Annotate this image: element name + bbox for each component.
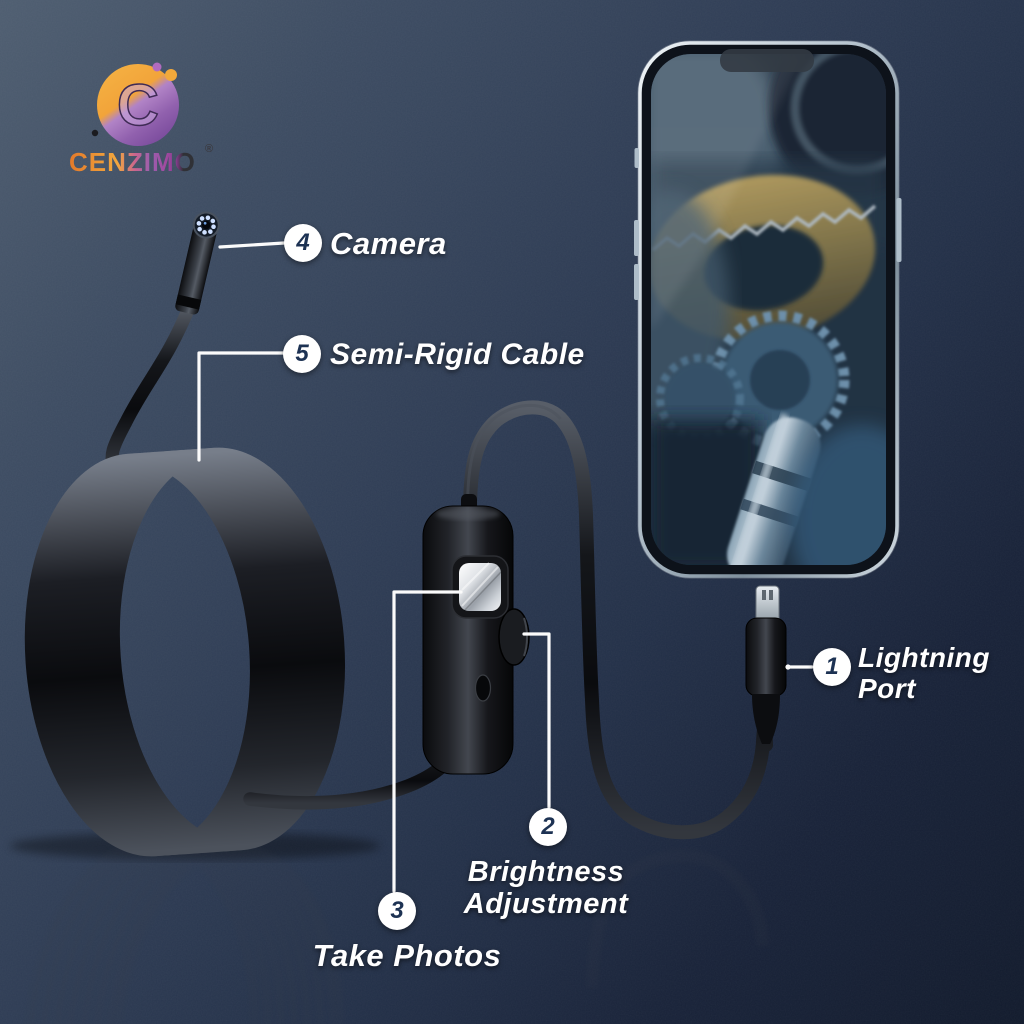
callout-label-lightning-port: Lightning Port <box>858 642 991 705</box>
logo-dot-black <box>91 129 99 137</box>
lightning-connector <box>745 585 787 744</box>
handle-slot <box>474 674 492 702</box>
phone-side-buttons <box>634 148 902 300</box>
callout-lines <box>197 241 814 893</box>
camera-probe <box>175 211 220 315</box>
logo-dot-purple <box>152 62 162 72</box>
brand-wordmark: CENZIMO <box>69 147 196 177</box>
callout-label-camera: Camera <box>330 226 447 261</box>
logo-dot-yellow <box>165 69 177 81</box>
callout-line-semi-rigid <box>197 351 286 462</box>
camera-cable <box>105 298 197 473</box>
callout-number-lightning: 1 <box>813 648 851 686</box>
callout-number-camera: 4 <box>284 224 322 262</box>
registered-trademark: ® <box>205 143 214 155</box>
brightness-dial <box>498 608 530 666</box>
brand-logo-mark: C <box>91 62 179 146</box>
smartphone <box>634 40 902 579</box>
svg-text:C: C <box>117 73 159 138</box>
callout-number-brightness: 2 <box>529 808 567 846</box>
callout-line-brightness <box>522 632 551 809</box>
connector-body <box>745 617 787 697</box>
handle-to-connector-cable <box>463 400 773 989</box>
phone-screen <box>651 54 886 565</box>
callout-number-take-photos: 3 <box>378 892 416 930</box>
callout-line-camera <box>218 241 286 249</box>
strain-relief <box>752 694 780 744</box>
callout-label-take-photos: Take Photos <box>312 938 502 973</box>
callout-label-semi-rigid-cable: Semi-Rigid Cable <box>330 338 585 371</box>
coiled-cable <box>24 447 346 857</box>
callout-line-take-photos <box>392 590 463 893</box>
callout-number-semi-rigid: 5 <box>283 335 321 373</box>
callout-label-brightness-adjustment: Brightness Adjustment <box>463 856 629 921</box>
led-ring <box>196 215 216 235</box>
control-handle <box>422 494 530 775</box>
screen-glare <box>651 54 805 330</box>
phone-notch <box>720 49 814 72</box>
